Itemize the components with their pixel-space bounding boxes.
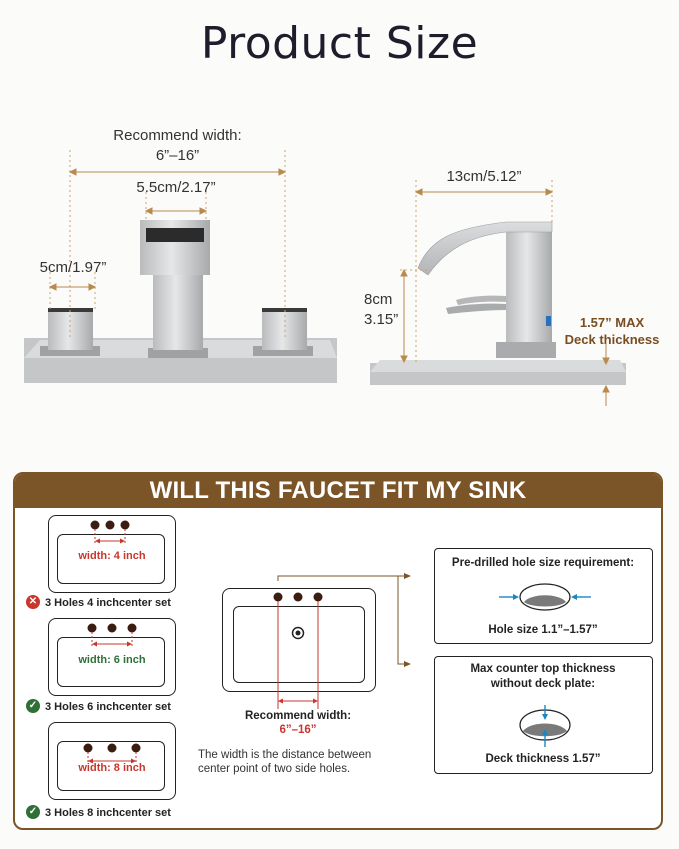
center-recommend-label: Recommend width:	[244, 710, 352, 722]
sink-basin	[57, 741, 165, 791]
thickness-title-line1: Max counter top thickness	[470, 663, 616, 675]
check-icon: ✓	[26, 805, 40, 819]
center-sink-diagram	[273, 573, 411, 709]
side-lever-2	[446, 303, 506, 314]
hole-icon	[499, 583, 591, 611]
check-icon: ✓	[26, 699, 40, 713]
sink-8inch-width: width: 8 inch	[78, 762, 146, 774]
hole-size-box: Pre-drilled hole size requirement: Hole …	[434, 548, 653, 644]
sink-basin	[57, 637, 165, 687]
deck-thickness-line1: 1.57” MAX	[579, 315, 645, 330]
thickness-icon	[519, 705, 571, 747]
deck-thickness-line2: Deck thickness	[564, 332, 660, 347]
center-sink	[222, 588, 376, 692]
sink-4inch-width: width: 4 inch	[78, 550, 146, 562]
sink-8inch-holes	[83, 743, 141, 764]
height-cm-label: 8cm	[364, 291, 393, 308]
side-spout	[417, 221, 553, 276]
recommend-width-value: 6”–16”	[155, 147, 200, 164]
right-handle-base	[253, 346, 313, 356]
center-recommend-value: 6”–16”	[279, 724, 317, 736]
sink-6inch-holes	[87, 623, 137, 648]
width-note-line2: center point of two side holes.	[198, 763, 351, 775]
sink-4inch-caption: 3 Holes 4 inchcenter set	[45, 597, 171, 609]
side-body	[506, 225, 552, 358]
cross-icon: ✕	[26, 595, 40, 609]
sink-8inch-caption: 3 Holes 8 inchcenter set	[45, 807, 171, 819]
faucet-diagram	[24, 150, 626, 406]
height-in-label: 3.15”	[364, 311, 399, 328]
sink-4inch-holes	[90, 520, 130, 545]
reach-label: 13cm/5.12”	[446, 168, 522, 185]
side-lever-1	[456, 295, 506, 305]
spout-column	[153, 270, 203, 350]
fit-panel: WILL THIS FAUCET FIT MY SINK width: 4 in…	[13, 472, 663, 830]
sink-6inch-width: width: 6 inch	[78, 654, 146, 666]
sink-basin	[57, 534, 165, 584]
hole-size-foot: Hole size 1.1”–1.57”	[488, 624, 598, 636]
left-handle-base	[40, 346, 100, 356]
panel-header: WILL THIS FAUCET FIT MY SINK	[15, 474, 661, 508]
page-title: Product Size	[200, 18, 479, 69]
thickness-foot: Deck thickness 1.57”	[485, 753, 601, 765]
spout-width-label: 5.5cm/2.17”	[136, 179, 216, 196]
thickness-box: Max counter top thickness without deck p…	[434, 656, 653, 774]
thickness-title-line2: without deck plate:	[490, 678, 596, 690]
hole-size-title: Pre-drilled hole size requirement:	[451, 557, 635, 569]
center-sink-basin	[233, 606, 365, 683]
handle-width-label: 5cm/1.97”	[39, 259, 107, 276]
recommend-width-label: Recommend width:	[113, 127, 242, 144]
sink-6inch-caption: 3 Holes 6 inchcenter set	[45, 701, 171, 713]
width-note-line1: The width is the distance between	[198, 749, 372, 761]
spout-base	[148, 348, 208, 358]
